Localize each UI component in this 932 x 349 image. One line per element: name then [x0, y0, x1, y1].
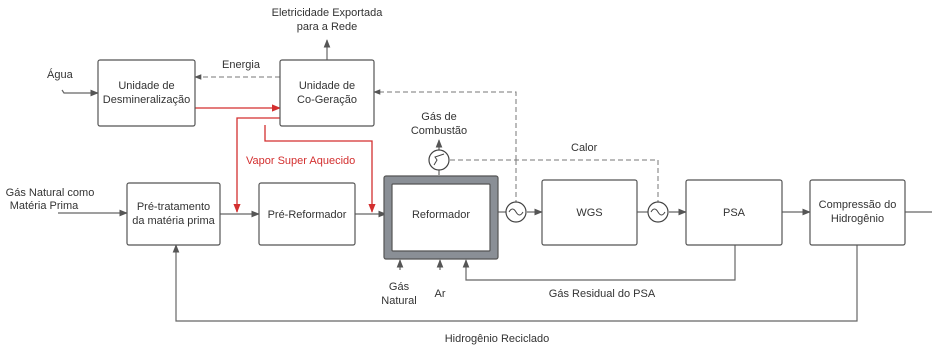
electricity-label-2: para a Rede: [297, 21, 358, 33]
pretreat-label-1: Pré-tratamento: [137, 201, 210, 213]
cogen-label-1: Unidade de: [299, 80, 355, 92]
reformer-label: Reformador: [412, 209, 470, 221]
natural-gas-feed-label-2: Matéria Prima: [10, 200, 79, 212]
heat-label: Calor: [571, 142, 598, 154]
psa-offgas-line: [462, 245, 736, 281]
fuel-gas-label-2: Natural: [381, 295, 416, 307]
desmin-unit[interactable]: Unidade de Desmineralização: [97, 59, 196, 127]
heat-exchanger-2-icon: [647, 201, 669, 223]
desmin-label-2: Desmineralização: [103, 94, 190, 106]
desmin-label-1: Unidade de: [118, 80, 174, 92]
prereformer-unit[interactable]: Pré-Reformador: [258, 182, 356, 246]
wgs-unit[interactable]: WGS: [541, 179, 638, 246]
heat-line-cogen: [373, 89, 517, 160]
steam-label: Vapor Super Aquecido: [246, 155, 355, 167]
prereformer-label: Pré-Reformador: [268, 209, 347, 221]
hydrogen-recycle-line: [172, 244, 858, 322]
water-inlet-line: [61, 89, 99, 97]
heat-exchanger-1-icon: [505, 201, 527, 223]
hydrogen-recycle-label: Hidrogênio Reciclado: [445, 333, 550, 345]
psa-unit[interactable]: PSA: [685, 179, 783, 246]
pretreatment-unit[interactable]: Pré-tratamento da matéria prima: [126, 182, 221, 246]
water-label: Água: [47, 68, 74, 81]
steam-line-prereformer: [233, 117, 280, 213]
reformer-unit[interactable]: Reformador: [383, 175, 499, 260]
flue-gas-heat-exchanger-icon: [428, 149, 450, 171]
cogen-unit[interactable]: Unidade de Co-Geração: [279, 59, 375, 127]
pretreat-label-2: da matéria prima: [132, 215, 215, 227]
flue-gas-label-2: Combustão: [411, 125, 467, 137]
flue-gas-label-1: Gás de: [421, 111, 456, 123]
electricity-label-1: Eletricidade Exportada: [272, 7, 384, 19]
connections: [58, 39, 932, 322]
fuel-gas-label-1: Gás: [389, 281, 410, 293]
natural-gas-feed-label-1: Gás Natural como: [6, 187, 95, 199]
psa-offgas-label: Gás Residual do PSA: [549, 288, 656, 300]
compressor-unit[interactable]: Compressão do Hidrogênio: [809, 179, 906, 246]
wgs-label: WGS: [576, 207, 602, 219]
air-label: Ar: [435, 288, 446, 300]
heat-line-main: [450, 159, 659, 202]
psa-label: PSA: [723, 207, 746, 219]
cogen-label-2: Co-Geração: [297, 94, 357, 106]
steam-line-reformer: [264, 125, 376, 213]
energy-label: Energia: [222, 59, 261, 71]
compressor-label-1: Compressão do: [819, 199, 897, 211]
compressor-label-2: Hidrogênio: [831, 213, 884, 225]
